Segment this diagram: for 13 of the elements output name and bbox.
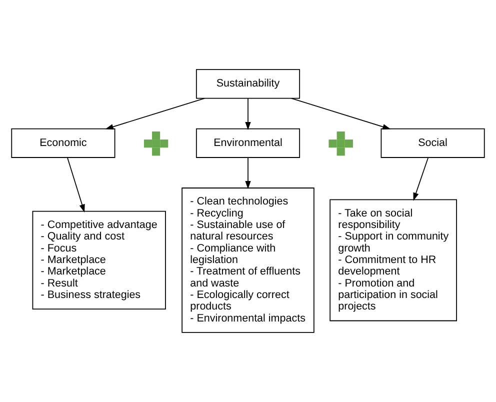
node-box: Social: [380, 128, 485, 158]
node-box: Economic: [11, 128, 116, 158]
arrow: [245, 98, 251, 130]
node-box: - Clean technologies - Recycling - Sustainable use of natural resources - Compliance with legislation - Treatment of effluents and waste - Ecologically correct products - Environmental impacts: [182, 188, 314, 333]
arrow: [290, 98, 391, 130]
arrow: [67, 157, 85, 212]
node-box: Environmental: [196, 128, 300, 158]
node-box: Sustainability: [196, 69, 300, 99]
arrow: [413, 157, 429, 201]
node-box: - Competitive advantage - Quality and cost - Focus - Marketplace - Marketplace - Result - Business strategies: [32, 210, 166, 310]
arrow: [105, 98, 206, 130]
node-box: - Take on social responsibility - Support in community growth - Commitment to HR development - Promotion and participation in social projects: [330, 199, 457, 322]
arrow: [245, 157, 251, 190]
